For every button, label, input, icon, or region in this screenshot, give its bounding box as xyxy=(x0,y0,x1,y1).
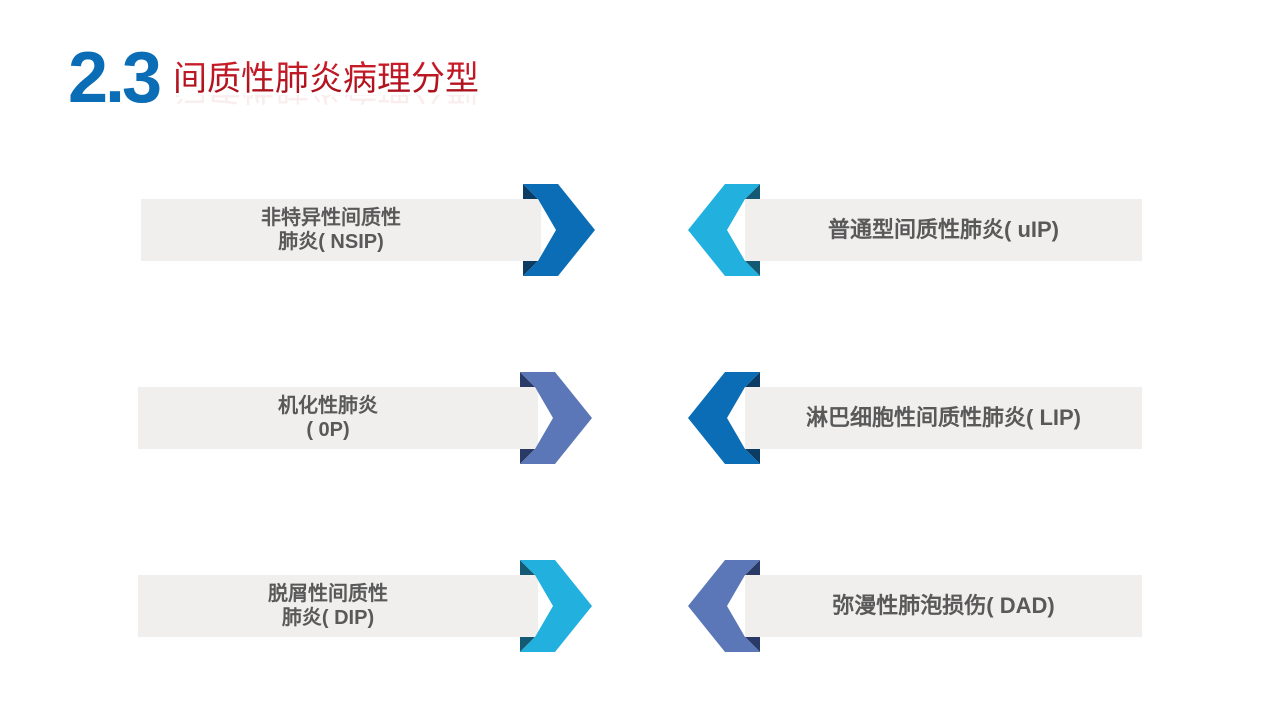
item-label-line2: 肺炎( NSIP) xyxy=(278,231,384,253)
chevron-right-icon xyxy=(520,372,595,464)
item-label: 弥漫性肺泡损伤( DAD) xyxy=(832,593,1055,618)
chevron-right-icon xyxy=(520,560,595,652)
item-dad: 弥漫性肺泡损伤( DAD) xyxy=(745,575,1142,637)
item-label: 淋巴细胞性间质性肺炎( LIP) xyxy=(806,405,1081,430)
chevron-left-icon xyxy=(688,372,763,464)
chevron-left-icon xyxy=(688,560,763,652)
item-label: 普通型间质性肺炎( uIP) xyxy=(828,217,1059,242)
item-nsip: 非特异性间质性 肺炎( NSIP) xyxy=(141,199,541,261)
item-label-line2: ( 0P) xyxy=(306,419,350,441)
chevron-right-icon xyxy=(523,184,598,276)
title-reflection: 间质性肺炎病理分型 xyxy=(173,95,479,109)
item-uip: 普通型间质性肺炎( uIP) xyxy=(745,199,1142,261)
item-label-line2: 肺炎( DIP) xyxy=(281,607,375,629)
item-dip: 脱屑性间质性 肺炎( DIP) xyxy=(138,575,538,637)
item-label-line1: 机化性肺炎 xyxy=(278,395,378,417)
item-op: 机化性肺炎 ( 0P) xyxy=(138,387,538,449)
item-lip: 淋巴细胞性间质性肺炎( LIP) xyxy=(745,387,1142,449)
page-title: 间质性肺炎病理分型 xyxy=(173,59,479,99)
chevron-left-icon xyxy=(688,184,763,276)
item-label-line1: 脱屑性间质性 xyxy=(268,583,388,605)
item-label-line1: 非特异性间质性 xyxy=(261,207,401,229)
section-number: 2.3 xyxy=(68,38,162,118)
